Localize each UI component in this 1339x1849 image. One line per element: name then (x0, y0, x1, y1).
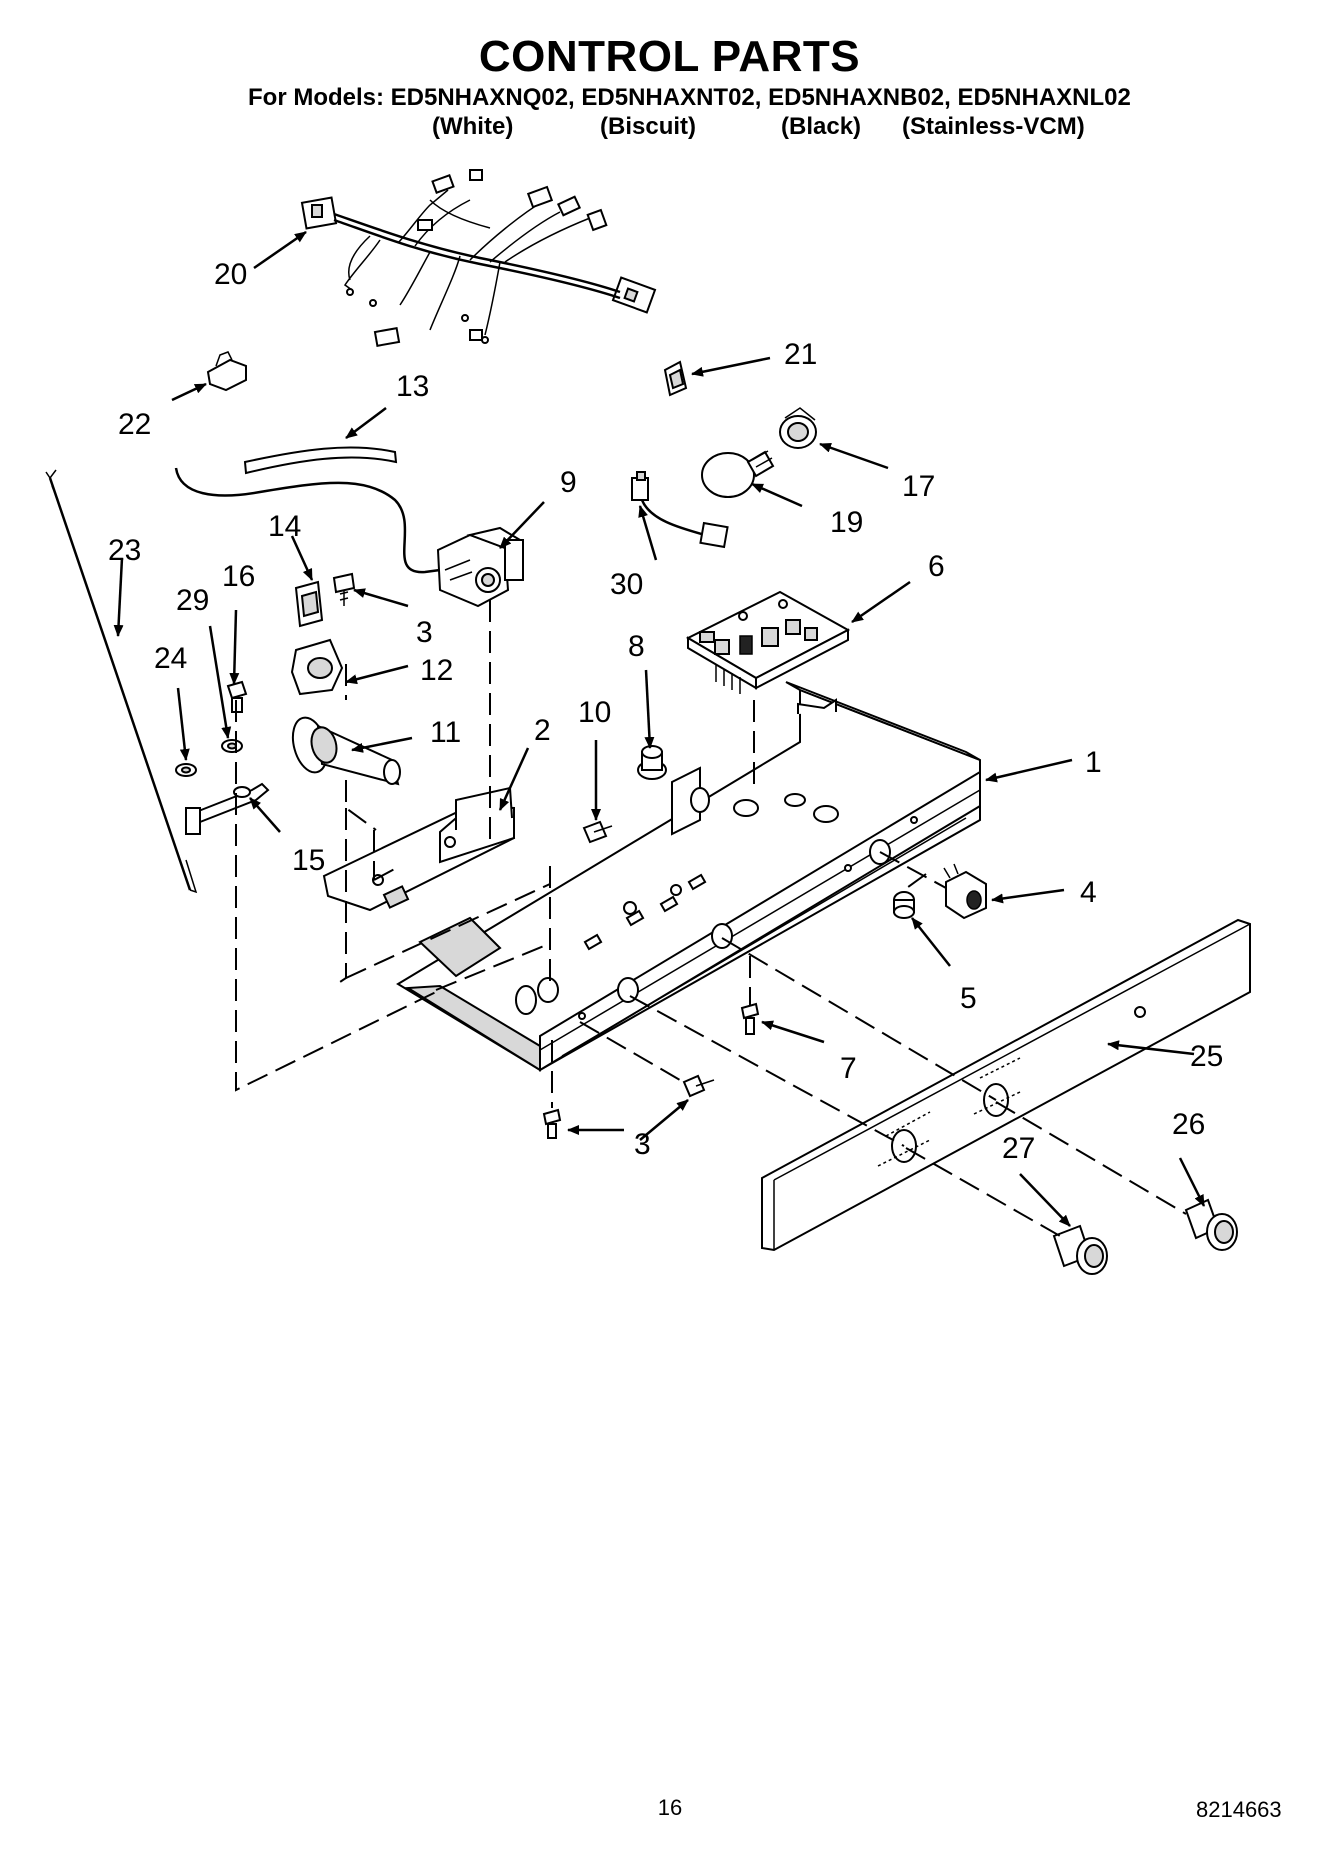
thermostat-control-part (174, 467, 524, 608)
callout-3-top: 3 (416, 616, 433, 649)
models-line: For Models: ED5NHAXNQ02, ED5NHAXNT02, ED… (248, 84, 1131, 111)
variant-black: (Black) (781, 113, 862, 140)
control-board-part (685, 590, 851, 694)
grommet-part-8 (637, 745, 667, 780)
callout-27: 27 (1002, 1132, 1035, 1165)
variant-stainless: (Stainless-VCM) (902, 113, 1085, 140)
callout-17: 17 (902, 470, 935, 503)
rod-part (45, 469, 198, 894)
callout-12: 12 (420, 654, 453, 687)
callout-14: 14 (268, 510, 301, 543)
screw-part-3-lower (542, 1074, 715, 1139)
leader-arrows (113, 230, 1206, 1227)
callout-labels: 1 2 3 3 4 5 6 7 8 9 10 11 12 13 14 15 16… (108, 258, 1223, 1165)
callout-29: 29 (176, 584, 209, 617)
callout-8: 8 (628, 630, 645, 663)
callout-6: 6 (928, 550, 945, 583)
callout-24: 24 (154, 642, 187, 675)
knob-part-27 (1052, 1224, 1108, 1275)
light-socket-part (779, 407, 817, 449)
front-panel-part (761, 918, 1251, 1252)
callout-3-bottom: 3 (634, 1128, 651, 1161)
callout-10: 10 (578, 696, 611, 729)
callout-9: 9 (560, 466, 577, 499)
document-number: 8214663 (1196, 1797, 1282, 1822)
assembly-lines (235, 600, 1187, 1237)
screw-part-10 (582, 820, 613, 844)
lever-part (185, 782, 270, 835)
button-part-5 (893, 891, 915, 919)
tube-part-13 (243, 446, 398, 475)
variant-white: (White) (432, 113, 514, 140)
callout-5: 5 (960, 982, 977, 1015)
bracket-part-12 (290, 638, 344, 696)
callout-15: 15 (292, 844, 325, 877)
page-title: CONTROL PARTS (478, 32, 861, 81)
callout-22: 22 (118, 408, 151, 441)
clip-part-22 (206, 358, 247, 392)
callout-11: 11 (430, 716, 461, 749)
light-bulb-part (701, 450, 775, 498)
callout-16: 16 (222, 560, 255, 593)
callout-13: 13 (396, 370, 429, 403)
callout-20: 20 (214, 258, 247, 291)
wire-harness-part (300, 169, 657, 347)
screw-part-7 (740, 1002, 760, 1035)
mounting-bracket-part (322, 786, 516, 912)
callout-21: 21 (784, 338, 817, 371)
callout-4: 4 (1080, 876, 1097, 909)
page-number: 16 (657, 1795, 683, 1820)
callout-25: 25 (1190, 1040, 1223, 1073)
connector-cable-part (631, 471, 729, 549)
callout-30: 30 (610, 568, 643, 601)
switch-part-4 (943, 863, 987, 920)
callout-19: 19 (830, 506, 863, 539)
callout-23: 23 (108, 534, 141, 567)
callout-2: 2 (534, 714, 551, 747)
knob-part-26 (1184, 1198, 1238, 1251)
callout-1: 1 (1085, 746, 1102, 779)
screw-part-3-top (332, 572, 356, 606)
callout-26: 26 (1172, 1108, 1205, 1141)
callout-7: 7 (840, 1052, 857, 1085)
control-housing-part (396, 681, 981, 1072)
variant-biscuit: (Biscuit) (600, 113, 696, 140)
knob-shaft-part (291, 716, 401, 786)
